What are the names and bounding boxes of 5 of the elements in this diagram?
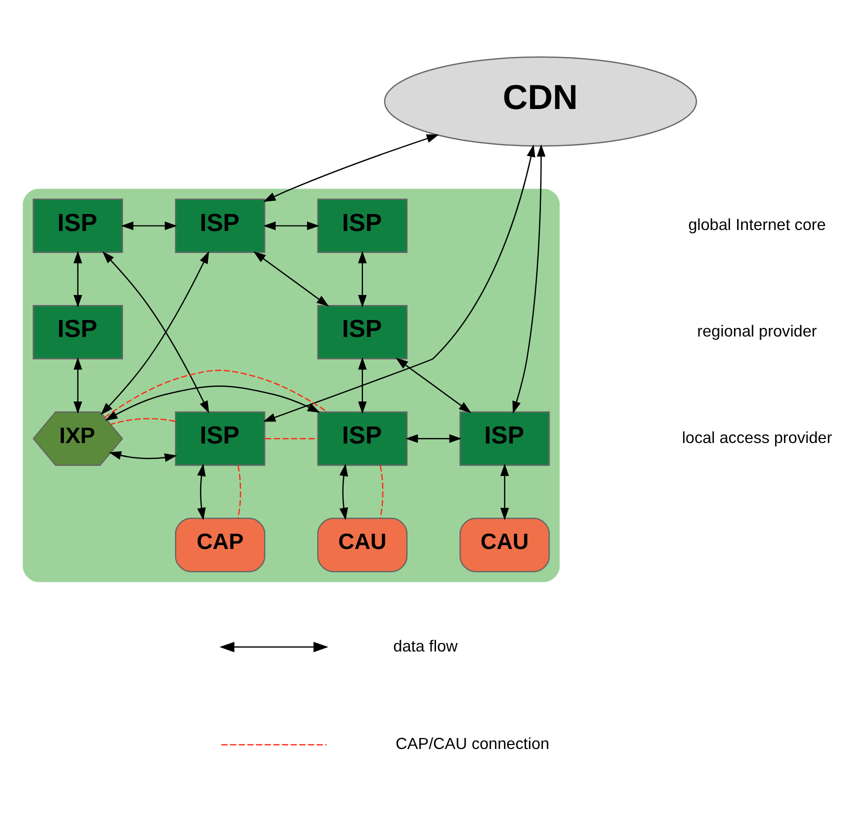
label: global Internet core [688,216,826,234]
label: regional provider [697,322,817,340]
legend-label: CAP/CAU connection [396,734,550,753]
legend-label: data flow [393,637,458,656]
label: local access provider [682,428,832,447]
